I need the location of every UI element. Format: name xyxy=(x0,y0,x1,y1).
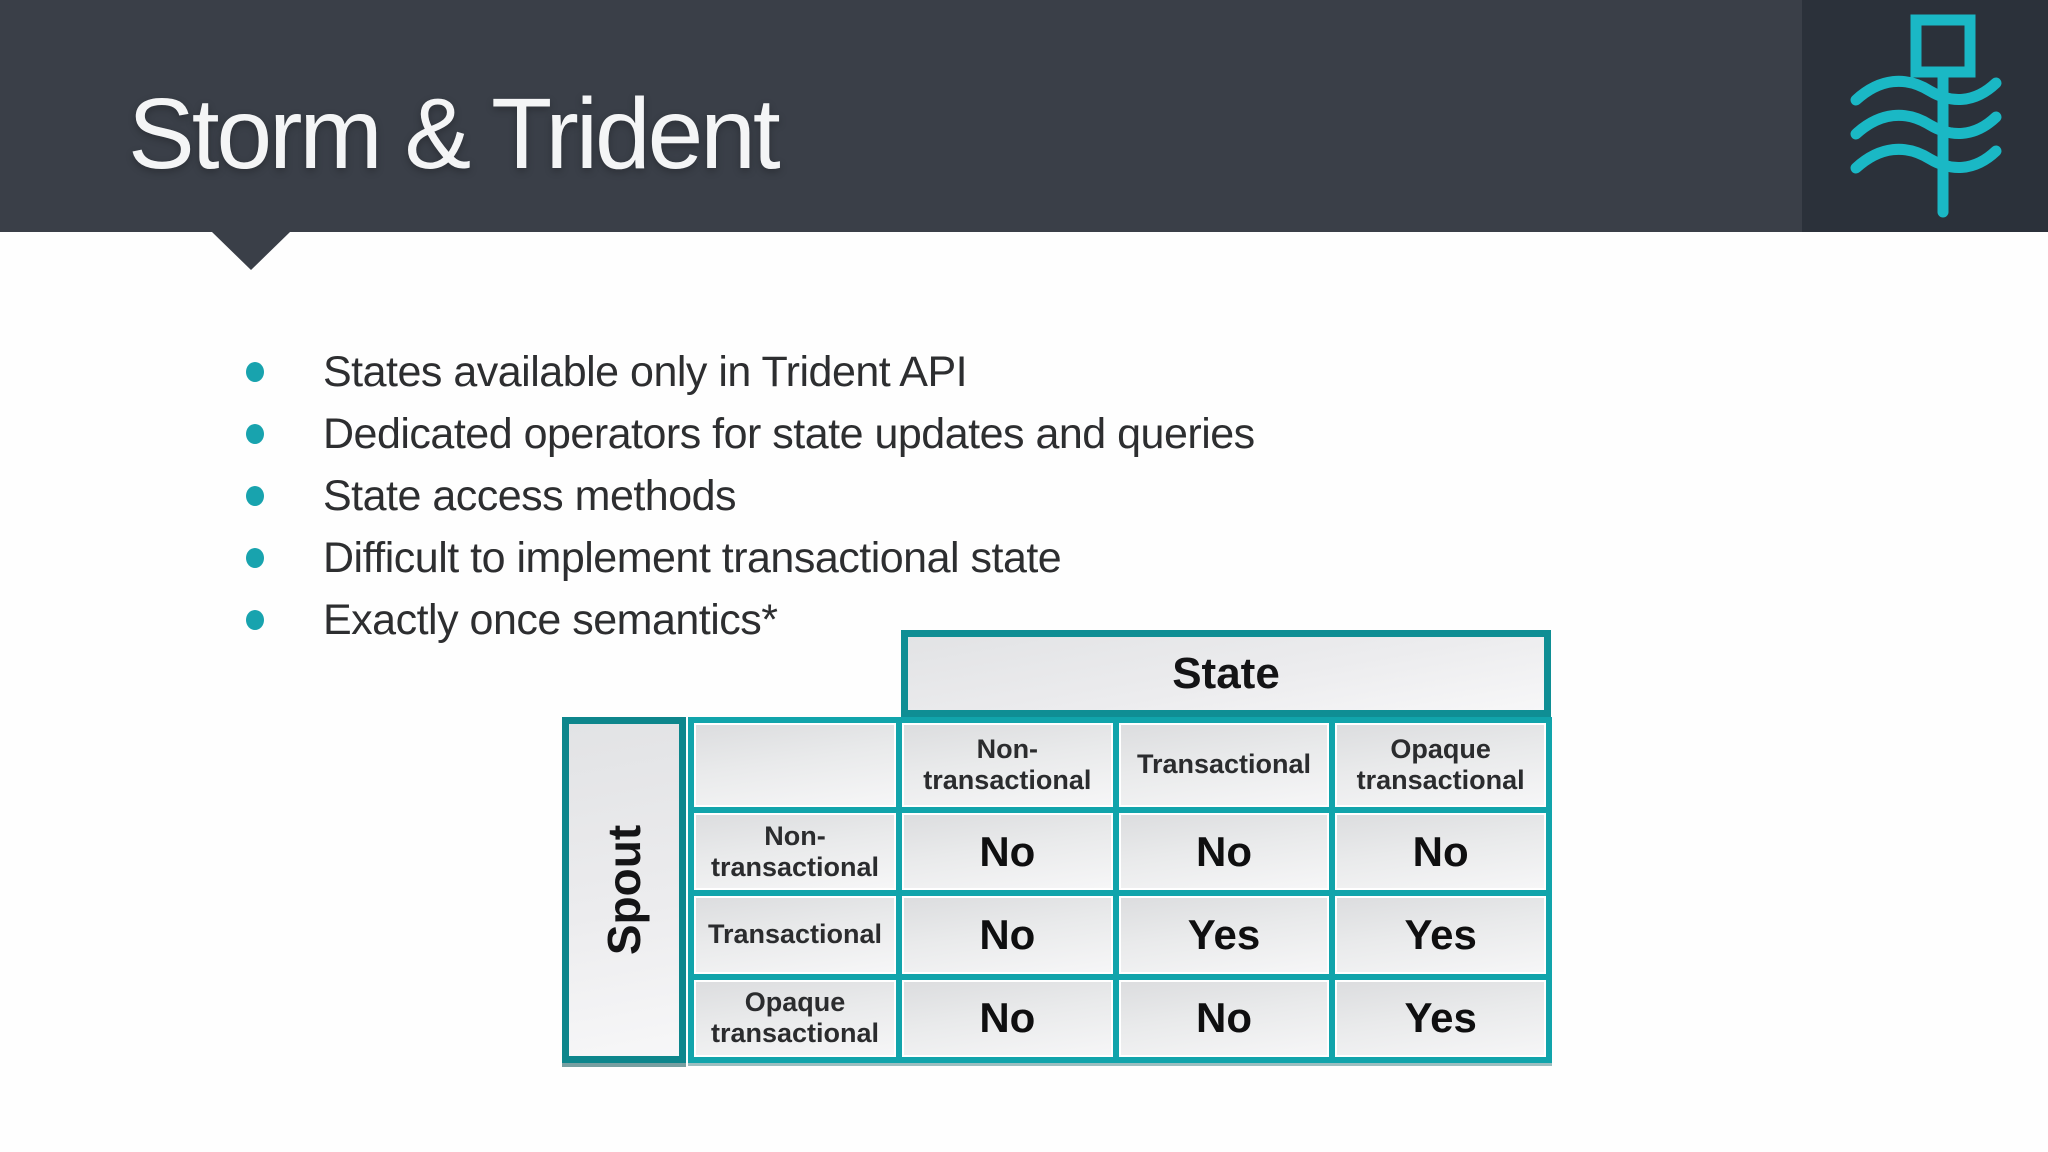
matrix-value: No xyxy=(902,896,1113,974)
row-header: Non-transactional xyxy=(694,813,896,891)
slide-header: Storm & Trident xyxy=(0,0,2048,232)
bullet-text: Dedicated operators for state updates an… xyxy=(323,409,1255,458)
row-header: Opaque transactional xyxy=(694,979,896,1057)
column-group-label: State xyxy=(1172,648,1280,698)
bullet-dot-icon xyxy=(246,486,264,506)
column-header: Transactional xyxy=(1118,723,1330,807)
bullet-dot-icon xyxy=(246,610,264,630)
matrix-value: No xyxy=(1118,979,1330,1057)
matrix-value: Yes xyxy=(1335,979,1546,1057)
column-header: Opaque transactional xyxy=(1335,723,1546,807)
matrix-corner-cell xyxy=(694,723,896,807)
bullet-list: States available only in Trident API Ded… xyxy=(246,341,1646,651)
list-item: Exactly once semantics* xyxy=(246,589,1646,651)
list-item: States available only in Trident API xyxy=(246,341,1646,403)
matrix-value: No xyxy=(1118,813,1330,891)
matrix-value: No xyxy=(1335,813,1546,891)
spout-state-matrix: Non-transactional Transactional Opaque t… xyxy=(688,717,1552,1063)
bullet-dot-icon xyxy=(246,362,264,382)
bullet-text: States available only in Trident API xyxy=(323,347,968,396)
matrix-value: Yes xyxy=(1118,896,1330,974)
logo-panel xyxy=(1802,0,2048,232)
row-group-header-spout: Spout xyxy=(562,717,686,1063)
list-item: Difficult to implement transactional sta… xyxy=(246,527,1646,589)
trident-waves-icon xyxy=(1850,14,2002,218)
column-header: Non-transactional xyxy=(902,723,1113,807)
matrix-value: No xyxy=(902,813,1113,891)
header-notch xyxy=(212,232,290,270)
list-item: Dedicated operators for state updates an… xyxy=(246,403,1646,465)
list-item: State access methods xyxy=(246,465,1646,527)
matrix-value: Yes xyxy=(1335,896,1546,974)
bullet-dot-icon xyxy=(246,548,264,568)
bullet-text: Exactly once semantics* xyxy=(323,595,778,644)
row-group-label: Spout xyxy=(598,824,651,956)
column-group-header-state: State xyxy=(901,630,1551,717)
bullet-dot-icon xyxy=(246,424,264,444)
page-title: Storm & Trident xyxy=(128,78,781,190)
matrix-value: No xyxy=(902,979,1113,1057)
bullet-text: Difficult to implement transactional sta… xyxy=(323,533,1062,582)
bullet-text: State access methods xyxy=(323,471,737,520)
row-header: Transactional xyxy=(694,896,896,974)
